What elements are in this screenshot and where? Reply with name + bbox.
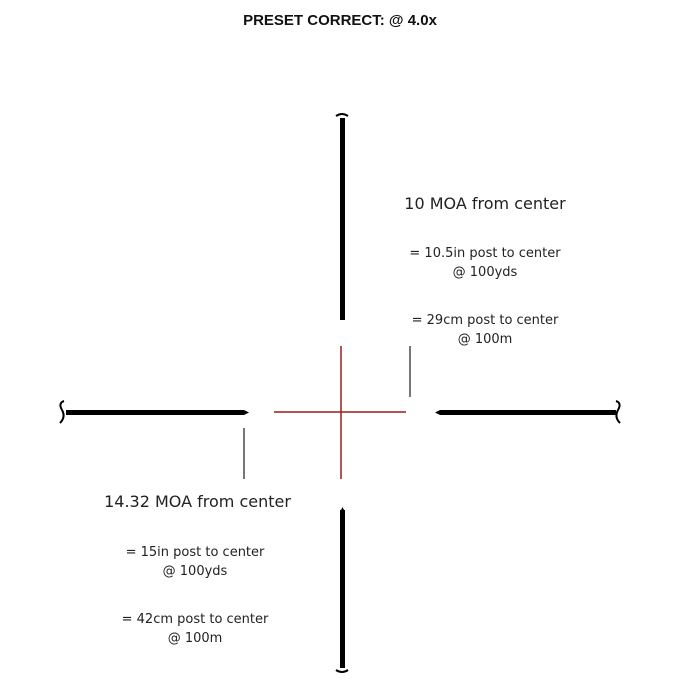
upper-imperial-line2: @ 100yds (452, 265, 518, 280)
upper-imperial: = 10.5in post to center @ 100yds (380, 244, 590, 282)
crosshair (274, 346, 406, 479)
top-post-cap (335, 113, 349, 117)
upper-heading: 10 MOA from center (404, 194, 566, 213)
upper-metric: = 29cm post to center @ 100m (380, 311, 590, 349)
lower-metric-line1: = 42cm post to center (121, 612, 269, 627)
reticle-posts (59, 113, 621, 673)
indicator-lines (243, 346, 411, 479)
bottom-post-cap (335, 669, 349, 673)
upper-metric-line2: @ 100m (457, 332, 513, 347)
page-title: PRESET CORRECT: @ 4.0x (243, 12, 437, 29)
left-post-tip (244, 410, 249, 415)
lower-imperial-line1: = 15in post to center (125, 545, 265, 560)
right-post-tip (435, 410, 440, 415)
upper-imperial-line1: = 10.5in post to center (409, 246, 561, 261)
lower-imperial: = 15in post to center @ 100yds (90, 543, 300, 581)
lower-metric-line2: @ 100m (167, 631, 223, 646)
right-post-cap (615, 400, 621, 424)
right-post (440, 410, 616, 415)
top-post (340, 118, 345, 320)
left-post (66, 410, 244, 415)
bottom-post-tip (340, 507, 345, 512)
upper-metric-line1: = 29cm post to center (411, 313, 559, 328)
lower-heading: 14.32 MOA from center (104, 492, 291, 511)
lower-imperial-line2: @ 100yds (162, 564, 228, 579)
left-post-cap (59, 400, 65, 424)
bottom-post (340, 510, 345, 668)
lower-metric: = 42cm post to center @ 100m (90, 610, 300, 648)
